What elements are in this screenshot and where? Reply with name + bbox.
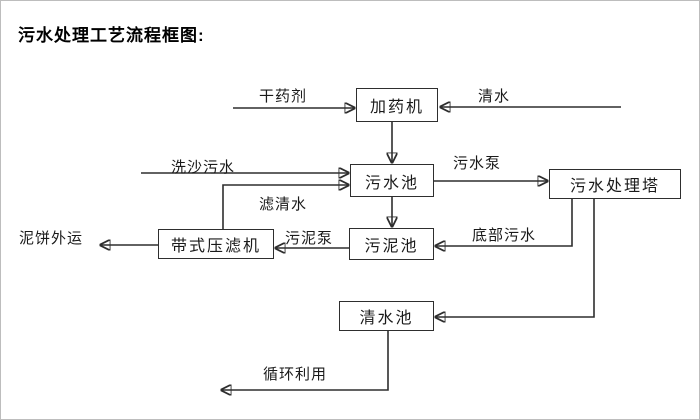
arrow-filtered-water-press-to-sewage-pool [222, 185, 348, 229]
arrow-clear-water-pool-to-recycling [222, 331, 389, 390]
node-belt-filter-press: 带式压滤机 [158, 229, 274, 259]
edge-label-clear-water: 清水 [478, 88, 511, 105]
edge-label-sewage-pump: 污水泵 [453, 155, 502, 172]
edge-label-filtered-water: 滤清水 [259, 196, 308, 213]
arrow-tower-to-clear-water-pool [436, 199, 595, 317]
node-dosing-machine: 加药机 [356, 88, 438, 122]
node-sludge-pool-label: 污泥池 [364, 238, 419, 255]
node-treatment-tower-label: 污水处理塔 [569, 178, 660, 195]
node-sludge-pool: 污泥池 [349, 228, 434, 260]
arrow-bottom-sewage-tower-to-sludge-pool [436, 199, 573, 246]
node-belt-filter-press-label: 带式压滤机 [170, 238, 261, 255]
edge-label-dry-agent: 干药剂 [259, 88, 308, 105]
edge-label-recycling: 循环利用 [263, 366, 328, 383]
node-dosing-machine-label: 加药机 [369, 99, 424, 116]
node-clear-water-pool-label: 清水池 [359, 310, 414, 327]
node-sewage-pool: 污水池 [350, 164, 434, 197]
page-title: 污水处理工艺流程框图: [18, 26, 205, 45]
node-sewage-pool-label: 污水池 [364, 174, 419, 192]
edge-label-sludge-pump: 污泥泵 [285, 230, 334, 247]
node-clear-water-pool: 清水池 [339, 301, 434, 331]
edge-label-sand-washing-sewage: 洗沙污水 [171, 159, 236, 176]
edge-label-bottom-sewage: 底部污水 [472, 227, 537, 244]
node-treatment-tower: 污水处理塔 [549, 169, 681, 199]
edge-label-mud-cake-outbound: 泥饼外运 [19, 230, 84, 247]
